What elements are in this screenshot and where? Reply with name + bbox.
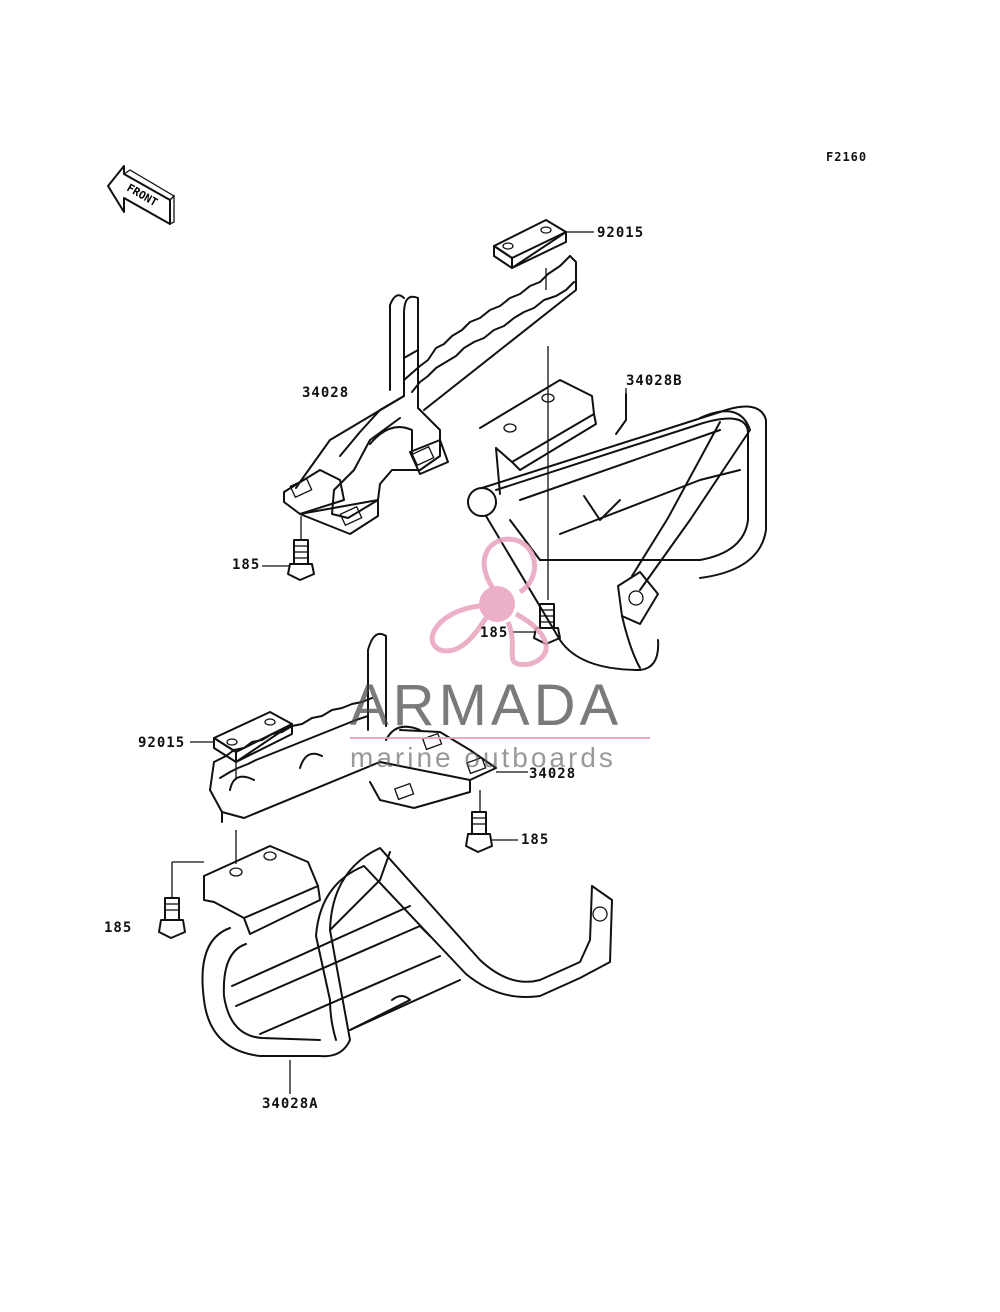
bottom-pad-part (213, 711, 293, 763)
bottom-guard-part (201, 845, 613, 1058)
bolt-left-top-part (287, 516, 315, 581)
label-bolt-right-bottom: 185 (521, 832, 550, 848)
label-right-guard: 34028B (626, 373, 683, 389)
right-guard-part (467, 379, 767, 671)
label-top-pad: 92015 (597, 225, 645, 241)
label-bolt-center: 185 (480, 625, 509, 641)
label-bottom-guard: 34028A (262, 1096, 319, 1112)
label-bottom-pad: 92015 (138, 735, 186, 751)
bolt-right-bottom-part (465, 790, 493, 853)
bolt-left-bottom-part (158, 861, 204, 939)
label-bolt-left-bottom: 185 (104, 920, 133, 936)
watermark-propeller-icon (429, 536, 549, 668)
label-top-step: 34028 (302, 385, 350, 401)
label-bolt-left-top: 185 (232, 557, 261, 573)
front-arrow-label: FRONT (125, 181, 161, 209)
top-step-part (283, 255, 577, 535)
diagram-code: F2160 (826, 150, 868, 164)
bolt-center-part (533, 603, 561, 645)
watermark-title: ARMADA (350, 673, 623, 738)
label-bottom-step: 34028 (529, 766, 577, 782)
top-pad-part (493, 219, 567, 269)
watermark-subtitle: marine outboards (350, 742, 616, 773)
front-arrow-icon: FRONT (107, 165, 176, 226)
